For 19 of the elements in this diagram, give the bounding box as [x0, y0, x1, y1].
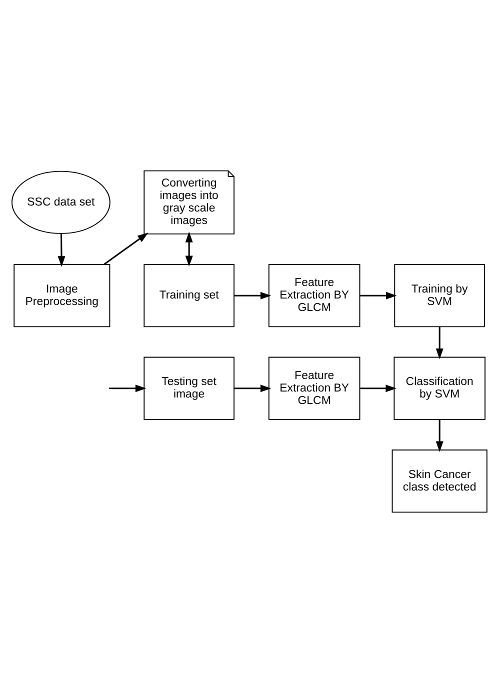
node-box: Testing set image — [144, 356, 234, 420]
arrow — [110, 384, 146, 392]
node-box: Image Preprocessing — [14, 264, 110, 327]
arrow — [104, 232, 148, 264]
arrow — [185, 231, 193, 266]
arrow — [360, 291, 397, 299]
node-box: Feature Extraction BY GLCM — [268, 356, 360, 420]
arrow — [360, 384, 396, 392]
node-box: Feature Extraction BY GLCM — [268, 264, 360, 327]
node-box: Training by SVM — [394, 264, 486, 327]
arrow — [234, 291, 272, 299]
node-ellipse: SSC data set — [11, 170, 110, 234]
node-box: Skin Cancer class detected — [392, 449, 488, 512]
arrow — [436, 326, 444, 359]
arrow — [436, 419, 444, 452]
arrow — [234, 384, 272, 392]
node-box: Classification by SVM — [394, 356, 486, 420]
arrow — [58, 232, 66, 266]
node-box: Training set — [144, 264, 234, 327]
